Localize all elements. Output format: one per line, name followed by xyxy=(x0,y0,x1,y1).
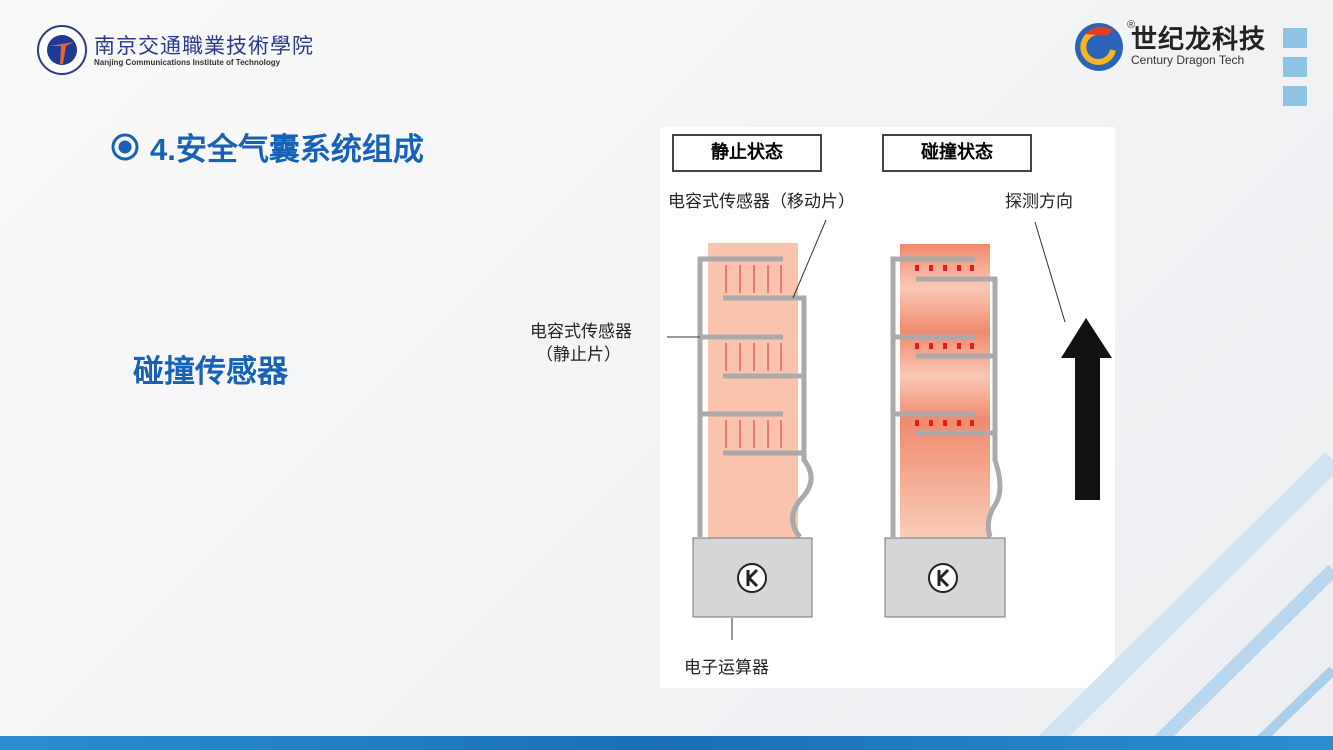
partner-name-en: Century Dragon Tech xyxy=(1131,53,1245,67)
detect-direction-label: 探测方向 xyxy=(1005,192,1073,212)
school-emblem-icon xyxy=(37,25,87,75)
arrow-up-icon xyxy=(1061,318,1112,500)
partner-name-cn: 世纪龙科技 xyxy=(1131,24,1267,54)
transistor-icon xyxy=(928,563,958,593)
bottom-band xyxy=(0,736,1333,750)
sensor-collision xyxy=(884,244,1006,618)
moving-plate-label: 电容式传感器（移动片） xyxy=(668,192,855,212)
state-collision-label: 碰撞状态 xyxy=(882,134,1032,172)
decor-diagonal-lines xyxy=(1032,452,1333,750)
sensor-static xyxy=(692,243,814,618)
fixed-plate-label-1: 电容式传感器 xyxy=(530,322,632,342)
century-dragon-logo-icon xyxy=(1075,23,1123,71)
leader-lines xyxy=(667,219,1066,640)
registered-mark: ® xyxy=(1127,19,1136,31)
fixed-plate-label-2: （静止片） xyxy=(536,345,621,365)
decor-square xyxy=(1283,86,1307,106)
school-logo: 南京交通職業技術學院 Nanjing Communications Instit… xyxy=(36,24,314,76)
crash-sensor-diagram: 静止状态 碰撞状态 电容式传感器（移动片） 探测方向 电子运算器 xyxy=(660,127,1115,688)
slide-title: 4.安全气囊系统组成 xyxy=(110,124,424,169)
slide-subtitle: 碰撞传感器 xyxy=(133,354,288,389)
decor-square xyxy=(1283,28,1307,48)
decor-square xyxy=(1283,57,1307,77)
school-name-en: Nanjing Communications Institute of Tech… xyxy=(94,57,281,67)
partner-logo: ® 世纪龙科技 Century Dragon Tech xyxy=(1073,19,1267,72)
transistor-icon xyxy=(737,563,767,593)
processor-label: 电子运算器 xyxy=(684,658,769,678)
state-static-label: 静止状态 xyxy=(672,134,822,172)
slide-title-text: 4.安全气囊系统组成 xyxy=(150,132,424,167)
circle-dot-icon xyxy=(111,133,139,160)
school-name-cn: 南京交通職業技術學院 xyxy=(94,33,314,58)
